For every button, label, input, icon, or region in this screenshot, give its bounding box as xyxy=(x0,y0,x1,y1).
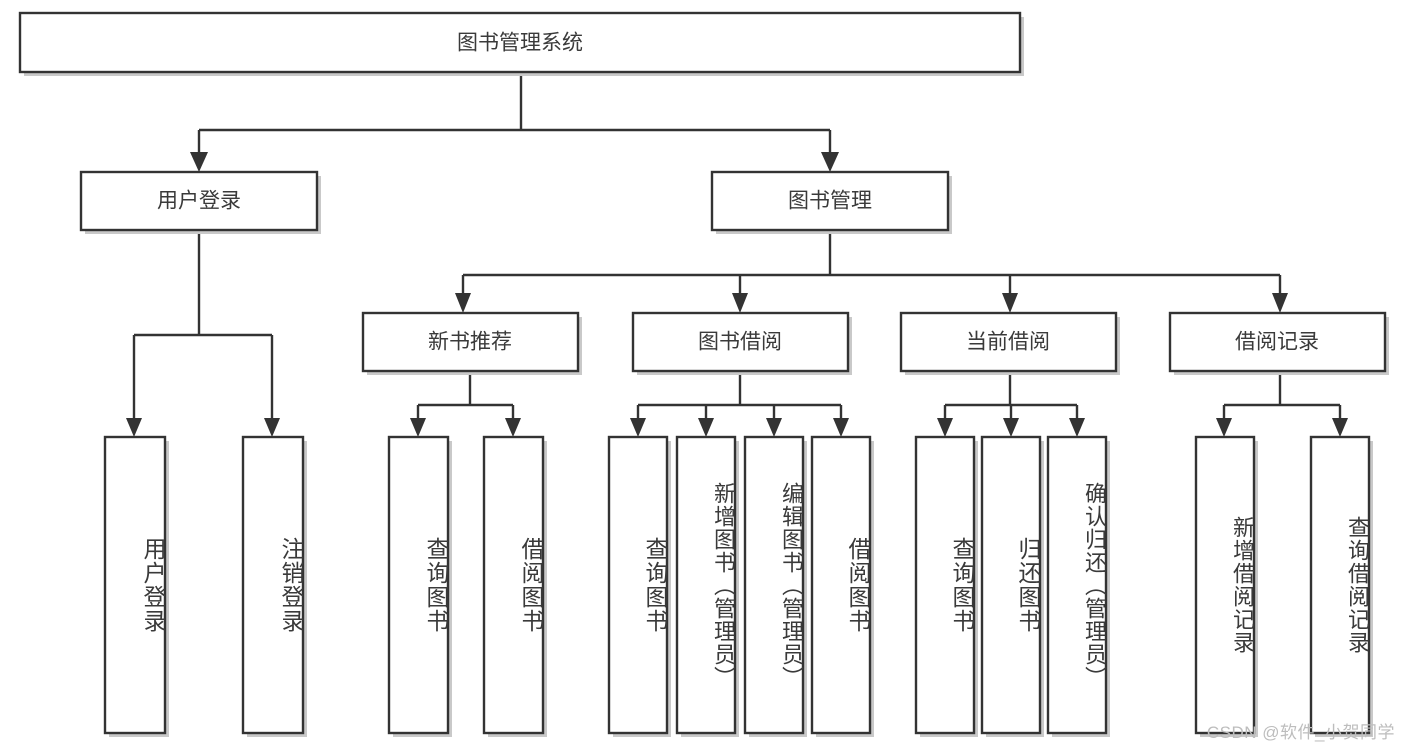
node-leaf-add-book-box xyxy=(675,435,737,735)
node-root-box xyxy=(18,11,1022,74)
arrow-head-leaf-return-book xyxy=(1003,418,1019,437)
node-book-borrow-box xyxy=(631,311,850,373)
node-borrow-record[interactable]: 借阅记录 xyxy=(1168,311,1389,375)
arrow-head-current-borrow xyxy=(1002,293,1018,313)
node-leaf-query-book-3-box xyxy=(914,435,976,735)
arrow-head-leaf-confirm-return xyxy=(1069,418,1085,437)
node-leaf-query-book-3[interactable] xyxy=(914,435,978,737)
node-user-login-label: 用户登录 xyxy=(157,190,241,213)
node-leaf-edit-book[interactable] xyxy=(743,435,807,737)
node-leaf-confirm-return-box xyxy=(1046,435,1108,735)
arrow-head-borrow-record xyxy=(1272,293,1288,313)
node-leaf-add-record-box xyxy=(1194,435,1256,735)
node-leaf-add-record[interactable] xyxy=(1194,435,1258,737)
node-current-borrow-label: 当前借阅 xyxy=(966,331,1050,354)
node-new-book-recommend[interactable]: 新书推荐 xyxy=(361,311,582,375)
node-leaf-user-login-box xyxy=(103,435,167,735)
arrow-head-leaf-user-login xyxy=(126,418,142,437)
arrow-head-user-login xyxy=(190,152,208,172)
node-book-manage[interactable]: 图书管理 xyxy=(710,170,952,234)
arrow-head-leaf-user-logout xyxy=(264,418,280,437)
arrow-head-leaf-query-book-3 xyxy=(937,418,953,437)
node-root-label: 图书管理系统 xyxy=(457,32,583,55)
arrow-head-leaf-query-record xyxy=(1332,418,1348,437)
node-leaf-add-book[interactable] xyxy=(675,435,739,737)
node-leaf-query-book-1-box xyxy=(387,435,450,735)
arrow-head-leaf-borrow-book-1 xyxy=(505,418,521,437)
node-current-borrow-box xyxy=(899,311,1118,373)
node-leaf-query-book-2[interactable] xyxy=(607,435,671,737)
node-root[interactable]: 图书管理系统 xyxy=(18,11,1024,76)
node-book-manage-box xyxy=(710,170,950,232)
node-leaf-user-logout[interactable] xyxy=(241,435,307,737)
node-leaf-borrow-book-1-box xyxy=(482,435,545,735)
node-leaf-return-book-box xyxy=(980,435,1042,735)
node-leaf-return-book[interactable] xyxy=(980,435,1044,737)
arrow-head-leaf-add-book xyxy=(698,418,714,437)
arrow-head-book-borrow xyxy=(732,293,748,313)
node-new-book-recommend-box xyxy=(361,311,580,373)
node-user-login[interactable]: 用户登录 xyxy=(79,170,321,234)
node-user-login-box xyxy=(79,170,319,232)
csdn-watermark: CSDN @软件_小贺同学 xyxy=(1206,723,1395,742)
arrow-head-leaf-query-book-1 xyxy=(410,418,426,437)
arrow-head-leaf-query-book-2 xyxy=(630,418,646,437)
node-leaf-user-logout-box xyxy=(241,435,305,735)
node-book-borrow-label: 图书借阅 xyxy=(698,331,782,354)
node-book-borrow[interactable]: 图书借阅 xyxy=(631,311,852,375)
connector-layer xyxy=(126,74,1348,437)
node-leaf-query-book-2-box xyxy=(607,435,669,735)
arrow-head-leaf-borrow-book-2 xyxy=(833,418,849,437)
node-leaf-query-book-1[interactable] xyxy=(387,435,452,737)
arrow-head-leaf-edit-book xyxy=(766,418,782,437)
node-leaf-confirm-return[interactable] xyxy=(1046,435,1110,737)
node-new-book-recommend-label: 新书推荐 xyxy=(428,331,512,354)
node-borrow-record-box xyxy=(1168,311,1387,373)
arrow-head-new-book-recommend xyxy=(455,293,471,313)
node-book-manage-label: 图书管理 xyxy=(788,190,872,213)
node-leaf-edit-book-box xyxy=(743,435,805,735)
node-leaf-user-login[interactable] xyxy=(103,435,169,737)
node-leaf-borrow-book-2-box xyxy=(810,435,872,735)
node-leaf-query-record-box xyxy=(1309,435,1371,735)
node-current-borrow[interactable]: 当前借阅 xyxy=(899,311,1120,375)
node-leaf-borrow-book-2[interactable] xyxy=(810,435,874,737)
arrow-head-book-manage xyxy=(821,152,839,172)
node-layer: 图书管理系统 用户登录 图书管理 新书推荐 xyxy=(18,11,1389,737)
node-leaf-query-record[interactable] xyxy=(1309,435,1373,737)
node-borrow-record-label: 借阅记录 xyxy=(1235,331,1319,354)
arrow-head-leaf-add-record xyxy=(1216,418,1232,437)
node-leaf-borrow-book-1[interactable] xyxy=(482,435,547,737)
